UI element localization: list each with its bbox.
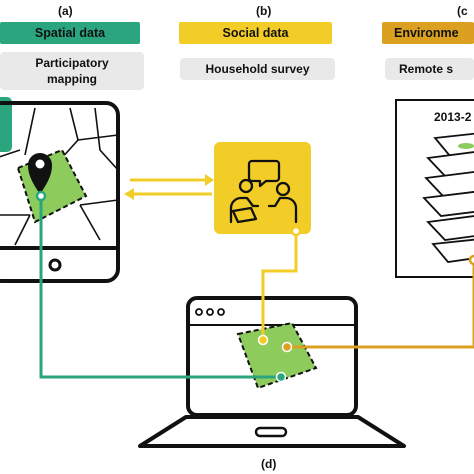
social-connector	[257, 225, 302, 346]
panel-label-d: (d)	[261, 457, 277, 471]
people-discussion-icon	[214, 142, 311, 234]
participatory-mapping-label: Participatory mapping	[0, 52, 144, 90]
remote-sensing-label: Remote s	[385, 58, 474, 80]
satellite-years-label: 2013-2	[434, 110, 472, 124]
double-arrow	[124, 174, 214, 200]
environment-data-title: Environme	[382, 22, 474, 44]
location-pin-icon	[28, 153, 52, 194]
panel-label-c: (c	[457, 4, 468, 18]
household-survey-label: Household survey	[180, 58, 335, 80]
environment-connector	[281, 254, 474, 353]
mapped-parcel-polygon	[16, 148, 88, 224]
spatial-connector	[35, 190, 287, 383]
social-data-title: Social data	[179, 22, 332, 44]
integrated-parcel-polygon	[236, 321, 318, 390]
satellite-layers-icon	[395, 99, 474, 278]
method-line-2: mapping	[47, 72, 97, 86]
tablet-icon	[0, 101, 120, 283]
spatial-accent-bar	[0, 97, 12, 152]
spatial-data-title: Spatial data	[0, 22, 140, 44]
method-line-1: Participatory	[35, 56, 109, 70]
panel-label-b: (b)	[256, 4, 272, 18]
laptop-icon	[138, 296, 406, 448]
panel-label-a: (a)	[58, 4, 73, 18]
